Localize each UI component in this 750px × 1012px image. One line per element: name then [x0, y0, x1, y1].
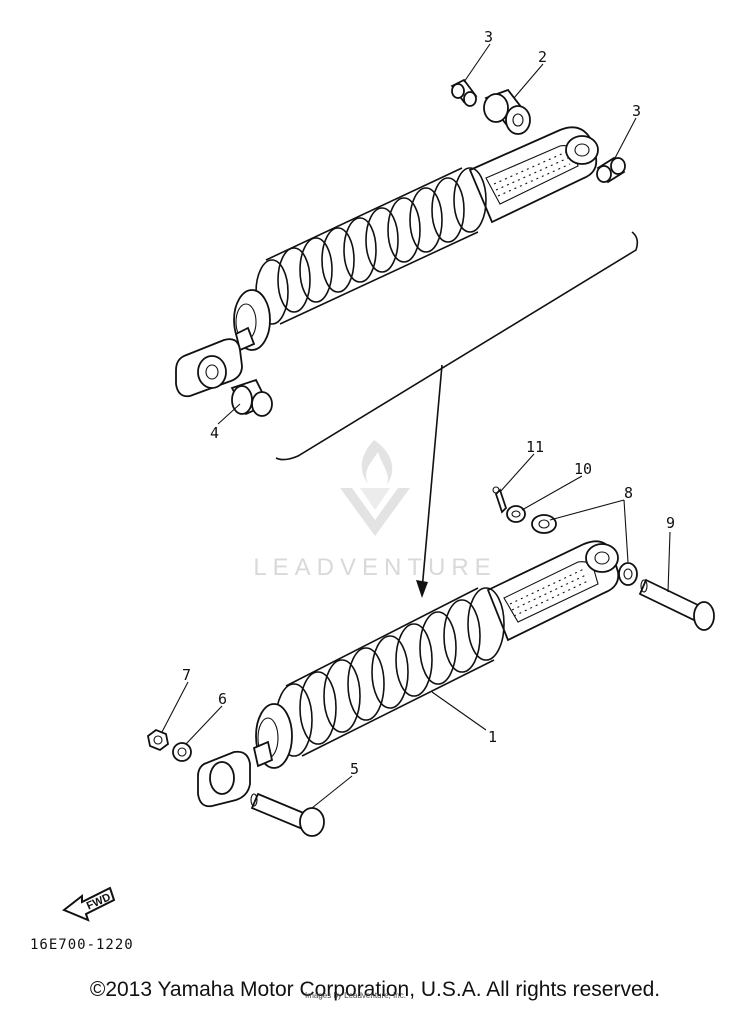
cotter-pin-11 [492, 486, 508, 514]
callout-4: 4 [210, 424, 219, 442]
collar-3-upper [450, 78, 478, 107]
bush-2 [483, 88, 531, 135]
callout-7: 7 [182, 666, 191, 684]
leader-lines [161, 43, 671, 809]
bolt-5 [250, 792, 325, 837]
callout-2: 2 [538, 48, 547, 66]
pin-9 [638, 578, 715, 631]
collar-3-right [596, 156, 626, 184]
nut-7 [147, 728, 169, 752]
drawing-code: 16E700-1220 [30, 937, 134, 953]
fwd-arrow-icon: FWD [62, 886, 116, 922]
washer-6 [172, 742, 192, 762]
washer-8-upper [531, 514, 557, 534]
lower-shock-absorber [197, 540, 620, 808]
callout-11: 11 [526, 438, 544, 456]
callout-9: 9 [666, 514, 675, 532]
upper-shock-absorber [175, 126, 599, 398]
callout-6: 6 [218, 690, 227, 708]
callout-3-top: 3 [484, 28, 493, 46]
callout-10: 10 [574, 460, 592, 478]
callout-3-right: 3 [632, 102, 641, 120]
svg-text:FWD: FWD [85, 891, 113, 912]
reference-bracket [275, 231, 639, 461]
reference-arrowhead [416, 580, 428, 598]
washer-8-lower [618, 562, 638, 586]
copyright-notice: ©2013 Yamaha Motor Corporation, U.S.A. A… [89, 978, 661, 1001]
callout-8: 8 [624, 484, 633, 502]
watermark-text: LEADVENTURE [253, 554, 496, 581]
callout-5: 5 [350, 760, 359, 778]
image-credit: Images by Leadventure, Inc. [305, 991, 406, 1000]
reference-arrow-line [421, 364, 443, 591]
bush-4 [230, 378, 273, 417]
watermark-logo [340, 440, 410, 536]
washer-10 [506, 505, 526, 523]
callout-1: 1 [488, 728, 497, 746]
